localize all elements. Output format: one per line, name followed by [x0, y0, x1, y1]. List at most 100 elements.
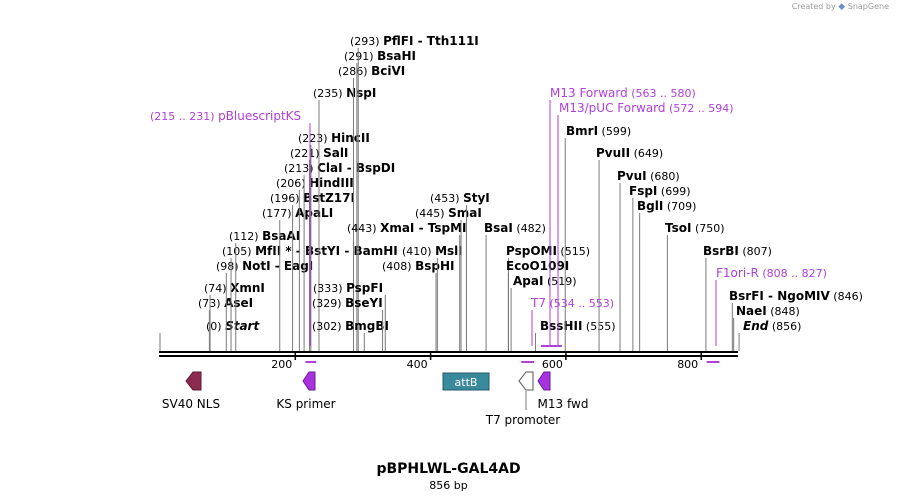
enzyme-name: BstZ17I — [303, 191, 355, 205]
enzyme-name-suffix: - NgoMIV — [764, 289, 831, 303]
enzyme-label: (206) HindIII — [276, 176, 354, 190]
primer-label: F1ori-R (808 .. 827) — [716, 266, 827, 280]
enzyme-site-hincii[interactable]: (223) HincII — [298, 131, 370, 351]
t7-promoter-arrow-icon[interactable] — [518, 371, 534, 391]
enzyme-name: NaeI — [736, 304, 767, 318]
enzyme-name: BsaAI — [262, 229, 300, 243]
m13-fwd-arrow-icon[interactable] — [537, 371, 551, 391]
enzyme-label: TsoI (750) — [665, 221, 725, 235]
enzyme-name: EcoO109I — [506, 259, 569, 273]
enzyme-site-bsrfi[interactable]: BsrFI - NgoMIV (846) — [729, 289, 863, 351]
sv40-nls-label: SV40 NLS — [162, 397, 220, 411]
enzyme-site-bsahi[interactable]: (291) BsaHI — [344, 49, 416, 351]
enzyme-name: BseYI — [345, 296, 383, 310]
enzyme-site-bmgbi[interactable]: (302) BmgBI — [312, 319, 389, 351]
enzyme-site-naei[interactable]: NaeI (848) — [733, 304, 800, 351]
enzyme-position: (519) — [543, 275, 576, 288]
enzyme-name: BsrBI — [703, 244, 739, 258]
enzyme-site-bcivi[interactable]: (286) BciVI — [338, 64, 405, 351]
enzyme-site-clai[interactable]: (213) ClaI - BspDI — [284, 161, 395, 351]
enzyme-site-hindiii[interactable]: (206) HindIII — [276, 176, 354, 351]
enzyme-site-pspfi[interactable]: (333) PspFI — [313, 281, 386, 351]
enzyme-site-apai[interactable]: ApaI (519) — [510, 274, 577, 351]
enzyme-name: ApaLI — [295, 206, 333, 220]
enzyme-sites: (0) Start(73) AseI(74) XmnI(98) NotI - E… — [159, 34, 863, 351]
enzyme-site-mfii[interactable]: (105) MfII * - BstYI - BamHI — [222, 244, 398, 351]
enzyme-site-msli[interactable]: (410) MslI — [402, 244, 463, 351]
enzyme-position: (206) — [276, 177, 309, 190]
enzyme-position: (680) — [647, 170, 680, 183]
enzyme-name-suffix: - EagI — [271, 259, 314, 273]
enzyme-site-end[interactable]: End (856) — [738, 319, 801, 351]
enzyme-position: (286) — [338, 65, 371, 78]
enzyme-label: (235) NspI — [313, 86, 376, 100]
enzyme-site-smai[interactable]: (445) SmaI — [415, 206, 482, 351]
enzyme-name: BspHI — [415, 259, 454, 273]
enzyme-site-fspi[interactable]: FspI (699) — [629, 184, 690, 351]
enzyme-label: (223) HincII — [298, 131, 370, 145]
enzyme-label: PvuI (680) — [617, 169, 680, 183]
enzyme-position: (846) — [830, 290, 863, 303]
primer-m13-puc-forward[interactable]: M13/pUC Forward (572 .. 594) — [546, 101, 734, 347]
enzyme-label: PvuII (649) — [596, 146, 663, 160]
primer-f1ori-r[interactable]: F1ori-R (808 .. 827) — [706, 266, 827, 363]
enzyme-label: (453) StyI — [430, 191, 490, 205]
ks-primer-label: KS primer — [276, 397, 335, 411]
enzyme-position: (74) — [204, 282, 230, 295]
enzyme-position: (856) — [768, 320, 801, 333]
primer-m13-forward[interactable]: M13 Forward (563 .. 580) — [540, 86, 696, 347]
enzyme-site-apali[interactable]: (177) ApaLI — [262, 206, 333, 351]
primer-sites: (215 .. 231) pBluescriptKS M13 Forward (5… — [150, 86, 827, 363]
primer-range: (534 .. 553) — [546, 297, 614, 310]
enzyme-position: (329) — [312, 297, 345, 310]
enzyme-name: StyI — [463, 191, 490, 205]
enzyme-label: FspI (699) — [629, 184, 690, 198]
primer-pbluescriptks[interactable]: (215 .. 231) pBluescriptKS — [150, 109, 317, 363]
enzyme-label: End (856) — [743, 319, 801, 333]
t7-promoter-label: T7 promoter — [485, 413, 561, 427]
enzyme-site-bmri[interactable]: BmrI (599) — [564, 124, 631, 351]
enzyme-position: (98) — [216, 260, 242, 273]
enzyme-position: (408) — [382, 260, 415, 273]
primer-t7[interactable]: T7 (534 .. 553) — [521, 296, 614, 363]
enzyme-position: (807) — [739, 245, 772, 258]
enzyme-site-bsrbi[interactable]: BsrBI (807) — [703, 244, 772, 351]
ks-primer-arrow-icon[interactable] — [302, 371, 316, 391]
plasmid-title: pBPHLWL-GAL4AD — [376, 461, 521, 477]
enzyme-position: (599) — [598, 125, 631, 138]
enzyme-site-bsaai[interactable]: (112) BsaAI — [229, 229, 300, 351]
attb-box[interactable] — [442, 372, 490, 391]
enzyme-name: NspI — [346, 86, 376, 100]
enzyme-site-bgli[interactable]: BglI (709) — [637, 199, 696, 351]
enzyme-site-styi[interactable]: (453) StyI — [430, 191, 490, 351]
enzyme-position: (848) — [767, 305, 800, 318]
created-by-label: Created by — [791, 2, 836, 11]
snapgene-brand-label: SnapGene — [847, 2, 889, 11]
enzyme-site-bstz17i[interactable]: (196) BstZ17I — [270, 191, 355, 351]
enzyme-site-start[interactable]: (0) Start — [159, 319, 260, 351]
enzyme-site-xmai[interactable]: (443) XmaI - TspMI — [347, 221, 466, 351]
enzyme-site-ecoo109i[interactable]: EcoO109I — [506, 259, 569, 351]
sv40-nls-arrow-icon[interactable] — [185, 371, 202, 391]
enzyme-site-tsoi[interactable]: TsoI (750) — [665, 221, 725, 351]
enzyme-position: (196) — [270, 192, 303, 205]
enzyme-position: (750) — [691, 222, 724, 235]
enzyme-name: TsoI — [665, 221, 691, 235]
enzyme-label: (221) SalI — [290, 146, 348, 160]
enzyme-name: SmaI — [448, 206, 482, 220]
enzyme-name: HincII — [331, 131, 370, 145]
enzyme-site-pvuii[interactable]: PvuII (649) — [596, 146, 663, 351]
enzyme-label: BsaI (482) — [484, 221, 546, 235]
enzyme-name: MslI — [435, 244, 463, 258]
enzyme-site-bseyi[interactable]: (329) BseYI — [312, 296, 384, 351]
primer-name: T7 — [530, 296, 546, 310]
enzyme-name-suffix: - TspMI — [414, 221, 466, 235]
enzyme-site-bsai[interactable]: BsaI (482) — [484, 221, 546, 351]
enzyme-site-bsphi[interactable]: (408) BspHI — [382, 259, 454, 351]
enzyme-site-pvui[interactable]: PvuI (680) — [617, 169, 680, 351]
enzyme-site-xmni[interactable]: (74) XmnI — [204, 281, 265, 351]
enzyme-site-pflfi[interactable]: (293) PflFI - Tth111I — [350, 34, 479, 351]
primer-name: M13 Forward — [550, 86, 628, 100]
enzyme-label: (286) BciVI — [338, 64, 405, 78]
